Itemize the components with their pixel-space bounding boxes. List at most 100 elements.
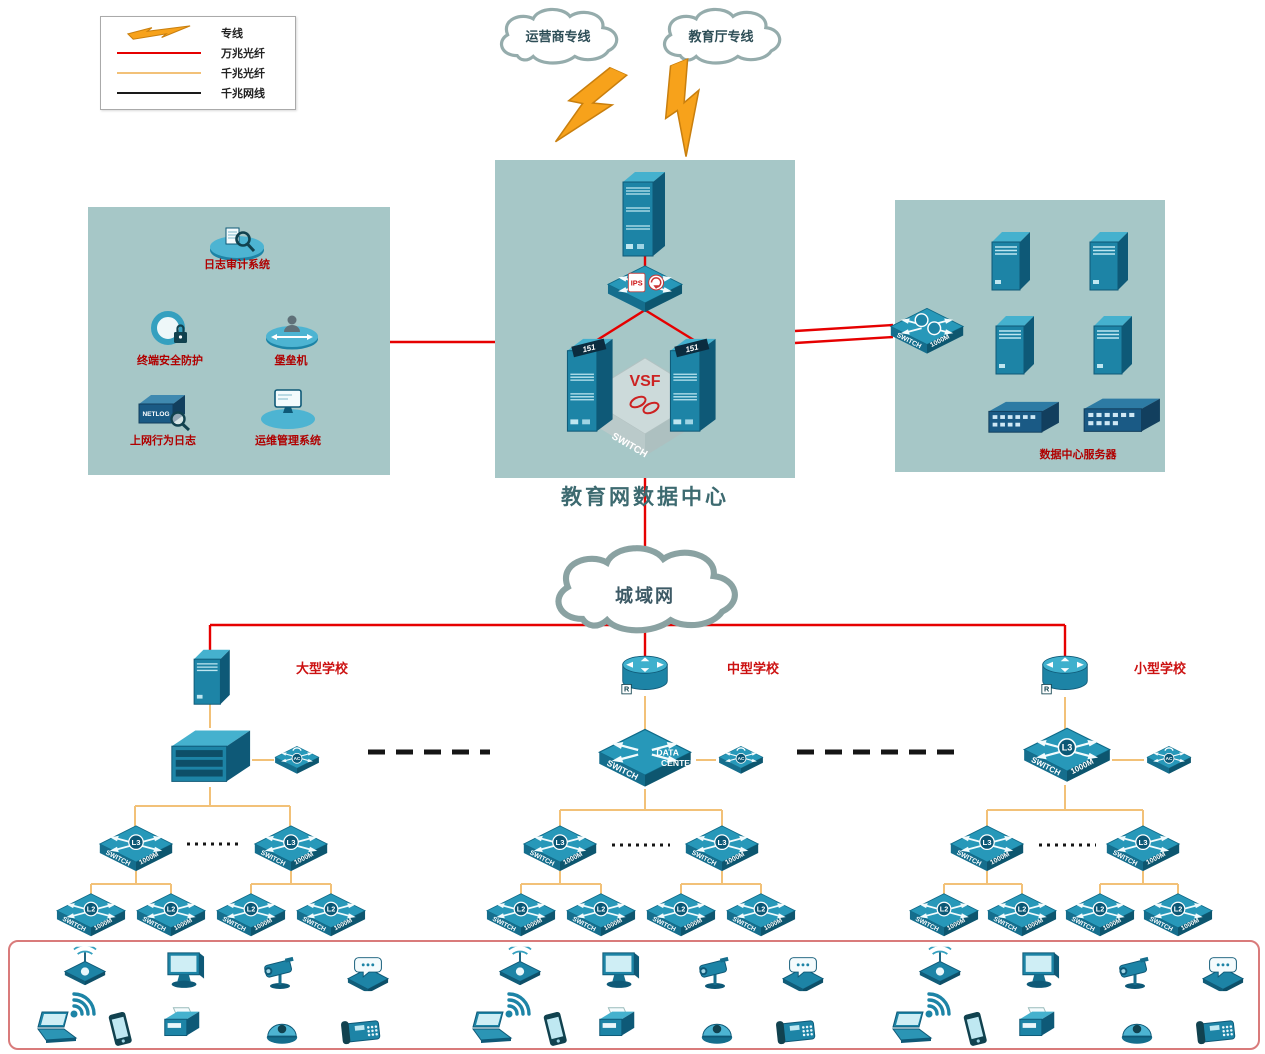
datacenter-title: 教育网数据中心: [561, 485, 729, 509]
l2-access-switch: L2 SWITCH 1000M: [135, 892, 207, 938]
black-line-swatch: [109, 92, 209, 94]
core-switch-right: 151: [664, 333, 722, 441]
fax-phone-icon: [339, 1012, 385, 1048]
laptop-icon: [32, 1010, 78, 1046]
server-tower-icon: [992, 312, 1036, 378]
bastion-host-label: 堡垒机: [274, 355, 308, 367]
edge-devices-panel: [8, 940, 1260, 1050]
l3-badge: L3: [132, 838, 141, 847]
printer-icon: [159, 1006, 205, 1044]
l3-badge: L3: [556, 838, 565, 847]
datacenter-access-switch: SWITCH 1000M: [889, 306, 965, 356]
l2-access-switch: L2 SWITCH 1000M: [645, 892, 717, 938]
legend-item-dedicated-line: 专线: [109, 23, 287, 43]
l3-badge: L3: [983, 838, 992, 847]
l2-badge: L2: [327, 905, 335, 914]
terminal-protect-label: 终端安全防护: [137, 355, 203, 367]
ac-badge: AC: [738, 756, 745, 761]
legend-label: 千兆光纤: [221, 68, 265, 80]
cctv-camera-icon: [1114, 956, 1160, 990]
ac-badge: AC: [294, 756, 301, 761]
ops-mgmt-label: 运维管理系统: [255, 435, 321, 447]
l2-badge: L2: [517, 905, 525, 914]
l2-badge: L2: [167, 905, 175, 914]
printer-icon: [1014, 1006, 1060, 1044]
rack-server-icon: [983, 400, 1061, 436]
1g-fiber-links: [90, 696, 1179, 896]
lightning-swatch-icon: [109, 25, 209, 41]
voip-chat-icon: [1201, 954, 1245, 992]
l2-access-switch: L2 SWITCH 1000M: [215, 892, 287, 938]
l2-badge: L2: [757, 905, 765, 914]
l3-aggregation-switch: L3 SWITCH 1000M: [1105, 824, 1181, 873]
dome-camera-icon: [263, 1012, 301, 1046]
l2-badge: L2: [1018, 905, 1026, 914]
firewall-gateway-icon: [617, 168, 669, 260]
ac-badge: AC: [1166, 756, 1173, 761]
cloud-education-label: 教育厅专线: [688, 29, 754, 45]
ips-device: IPS: [606, 264, 684, 314]
l2-access-switch: L2 SWITCH 1000M: [908, 892, 980, 938]
l3-badge: L3: [287, 838, 296, 847]
core-chassis-switch: [164, 724, 254, 786]
l3-aggregation-switch: L3 SWITCH 1000M: [684, 824, 760, 873]
wireless-ap-icon: [498, 946, 542, 986]
router-icon: R: [1041, 652, 1089, 695]
school-gateway-server-icon: [190, 646, 232, 708]
server-tower-icon: [1086, 228, 1130, 294]
server-tower-icon: [988, 228, 1032, 294]
laptop-icon: [467, 1010, 513, 1046]
wireless-ap-icon: [63, 946, 107, 986]
l2-access-switch: L2 SWITCH 1000M: [55, 892, 127, 938]
l2-access-switch: L2 SWITCH 1000M: [485, 892, 557, 938]
yellow-line-swatch: [109, 72, 209, 74]
wireless-controller: AC: [1146, 743, 1192, 776]
legend-label: 千兆网线: [221, 88, 265, 100]
vsf-label: VSF: [629, 373, 660, 390]
dome-camera-icon: [698, 1012, 736, 1046]
l2-access-switch: L2 SWITCH 1000M: [986, 892, 1058, 938]
terminal-protect-icon: [151, 311, 187, 345]
l3-aggregation-switch: L3 SWITCH 1000M: [98, 824, 174, 873]
l3-aggregation-switch: L3 SWITCH 1000M: [949, 824, 1025, 873]
log-audit-label: 日志审计系统: [204, 259, 270, 271]
desktop-monitor-icon: [1018, 950, 1062, 990]
core-switch-left: 151: [561, 333, 619, 441]
fax-phone-icon: [774, 1012, 820, 1048]
server-zone-label: 数据中心服务器: [1039, 449, 1117, 461]
voip-chat-icon: [781, 954, 825, 992]
bastion-host-icon: [266, 315, 318, 350]
core-switch: L3 SWITCH 1000M: [1022, 726, 1112, 784]
l2-badge: L2: [677, 905, 685, 914]
ips-label: IPS: [631, 278, 643, 287]
core-label-line2: CENTER: [661, 758, 697, 768]
l2-access-switch: L2 SWITCH 1000M: [1064, 892, 1136, 938]
smartphone-icon: [960, 1010, 990, 1050]
legend-label: 万兆光纤: [221, 48, 265, 60]
cloud-carrier: 运营商专线: [482, 6, 634, 70]
l2-badge: L2: [87, 905, 95, 914]
voip-chat-icon: [346, 954, 390, 992]
netlog-label: 上网行为日志: [130, 435, 196, 447]
legend-item-1g-copper: 千兆网线: [109, 83, 287, 103]
l2-badge: L2: [247, 905, 255, 914]
red-line-swatch: [109, 52, 209, 54]
l3-aggregation-switch: L3 SWITCH 1000M: [522, 824, 598, 873]
cctv-camera-icon: [259, 956, 305, 990]
core-switch-badge: 151: [685, 342, 700, 354]
link-chain-icon: [629, 395, 660, 415]
l2-access-switch: L2 SWITCH 1000M: [725, 892, 797, 938]
netlog-icon: NETLOG: [138, 395, 191, 432]
school-medium-label: 中型学校: [726, 661, 780, 676]
netlog-badge: NETLOG: [142, 411, 169, 418]
l2-access-switch: L2 SWITCH 1000M: [1142, 892, 1214, 938]
l3-badge: L3: [1139, 838, 1148, 847]
wireless-controller: AC: [718, 743, 764, 776]
router-badge: R: [624, 685, 630, 694]
cloud-carrier-label: 运营商专线: [525, 29, 591, 45]
core-label-line1: DATA: [656, 748, 679, 758]
legend: 专线 万兆光纤 千兆光纤 千兆网线: [100, 16, 296, 110]
school-small-label: 小型学校: [1133, 661, 1187, 676]
